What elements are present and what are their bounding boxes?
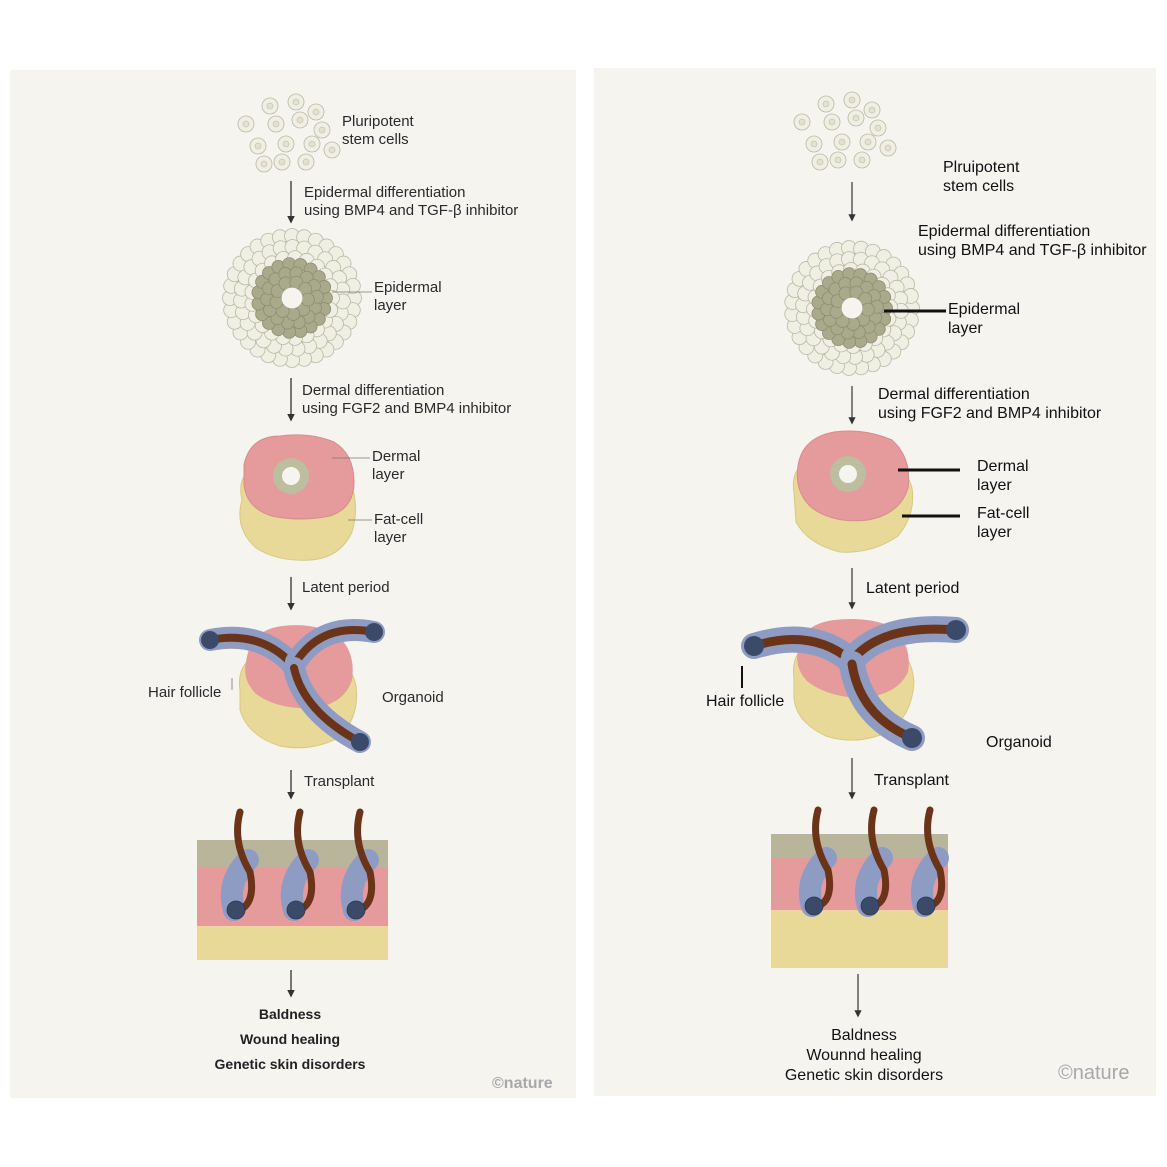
stem-cells-label: Pluripotent stem cells xyxy=(342,113,414,148)
dermal-layer-label: Dermal layer xyxy=(977,458,1029,495)
organoid-label: Organoid xyxy=(382,689,444,706)
follicle-branch xyxy=(741,616,969,751)
dermal-layer-label: Dermal layer xyxy=(372,448,421,483)
stem-cells-cluster xyxy=(237,93,341,173)
hair-follicle-label: Hair follicle xyxy=(148,684,222,701)
nature-credit: ©nature xyxy=(1058,1062,1130,1084)
outcome-3: Genetic skin disorders xyxy=(214,1056,366,1072)
epidermal-sphere xyxy=(222,228,362,368)
outcome-2: Wound healing xyxy=(239,1031,341,1047)
stem-cells-cluster xyxy=(793,91,897,171)
follicle-branch xyxy=(199,619,385,753)
right-panel: Plruipotent stem cells Epidermal differe… xyxy=(594,68,1156,1096)
outcome-3: Genetic skin disorders xyxy=(784,1067,944,1084)
epidermal-layer-label: Epidermal layer xyxy=(374,279,442,314)
step2-label: Dermal differentiation using FGF2 and BM… xyxy=(878,386,1102,423)
epidermal-sphere xyxy=(784,240,920,376)
step4-label: Transplant xyxy=(304,773,375,790)
left-illustration xyxy=(197,93,388,998)
nature-credit: ©nature xyxy=(492,1075,553,1092)
outcomes-list: Baldness Wounnd healing Genetic skin dis… xyxy=(764,1026,964,1086)
outcome-1: Baldness xyxy=(831,1027,897,1044)
hair-organoid xyxy=(741,616,969,751)
hair-follicle-label: Hair follicle xyxy=(706,693,785,710)
left-panel: Pluripotent stem cells Epidermal differe… xyxy=(10,70,576,1098)
step3-label: Latent period xyxy=(302,579,390,596)
hair-organoid xyxy=(199,619,385,753)
outcome-2: Wounnd healing xyxy=(806,1047,922,1064)
step3-label: Latent period xyxy=(866,580,960,597)
organoid-label: Organoid xyxy=(986,734,1052,751)
outcome-1: Baldness xyxy=(258,1006,322,1022)
stem-cells-label: Plruipotent stem cells xyxy=(943,159,1020,196)
outcomes-list: Baldness Wound healing Genetic skin diso… xyxy=(190,1002,390,1077)
step1-label: Epidermal differentiation using BMP4 and… xyxy=(918,223,1147,260)
skin-section xyxy=(771,806,949,968)
fat-layer-label: Fat-cell layer xyxy=(977,505,1030,542)
step2-label: Dermal differentiation using FGF2 and BM… xyxy=(302,382,512,417)
step1-label: Epidermal differentiation using BMP4 and… xyxy=(304,184,519,219)
step4-label: Transplant xyxy=(874,772,949,789)
dermal-organoid xyxy=(792,430,914,553)
fat-layer-label: Fat-cell layer xyxy=(374,511,424,546)
skin-section xyxy=(197,808,388,960)
right-illustration xyxy=(741,91,969,1018)
epidermal-layer-label: Epidermal layer xyxy=(948,301,1021,338)
dermal-organoid xyxy=(239,434,356,561)
